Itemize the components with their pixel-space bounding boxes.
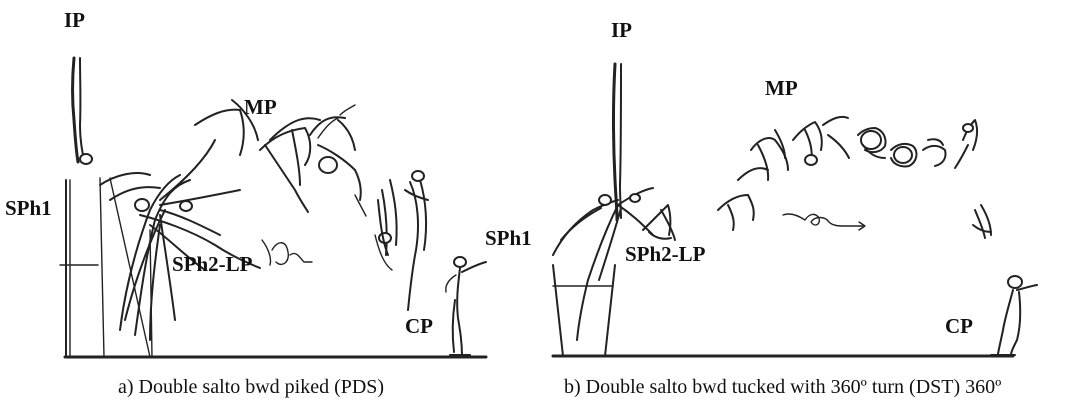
label-mp: MP xyxy=(765,76,798,100)
label-cp: CP xyxy=(945,314,973,338)
caption-a: a) Double salto bwd piked (PDS) xyxy=(118,376,385,398)
panel-a-pds: IP MP SPh1 SPh2-LP CP xyxy=(0,0,543,370)
pds-motion-sequence-drawing xyxy=(59,56,488,359)
label-ip: IP xyxy=(611,18,632,42)
box-right-edge xyxy=(99,177,105,358)
panel-b-dst: IP MP SPh1 SPh2-LP CP xyxy=(485,0,1086,370)
cp-figure xyxy=(997,289,1014,355)
ip-figure xyxy=(612,62,619,222)
label-sph2-lp: SPh2-LP xyxy=(172,252,253,276)
trajectory-squiggle xyxy=(261,239,313,266)
cp-figure-head xyxy=(453,256,467,268)
trajectory-squiggle xyxy=(782,213,864,227)
cp-figure-head xyxy=(1007,275,1023,289)
vault-box xyxy=(552,264,616,357)
ip-figure xyxy=(71,56,80,164)
label-cp: CP xyxy=(405,314,433,338)
label-mp: MP xyxy=(244,95,277,119)
label-sph1: SPh1 xyxy=(5,196,52,220)
label-sph2-lp: SPh2-LP xyxy=(625,242,706,266)
label-ip: IP xyxy=(64,8,85,32)
caption-b: b) Double salto bwd tucked with 360º tur… xyxy=(564,376,1002,398)
label-sph1: SPh1 xyxy=(485,226,532,250)
cp-figure xyxy=(456,267,463,357)
dst-motion-sequence-drawing xyxy=(551,62,1038,358)
